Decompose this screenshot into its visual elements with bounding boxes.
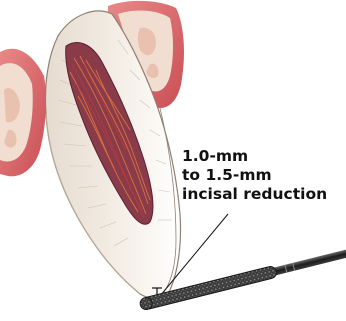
annotation-line-3: incisal reduction [182,185,344,204]
incisal-reduction-label: 1.0-mm to 1.5-mm incisal reduction [182,147,344,204]
annotation-line-1: 1.0-mm [182,147,344,166]
annotation-line-2: to 1.5-mm [182,166,344,185]
left-gingiva [0,49,46,177]
